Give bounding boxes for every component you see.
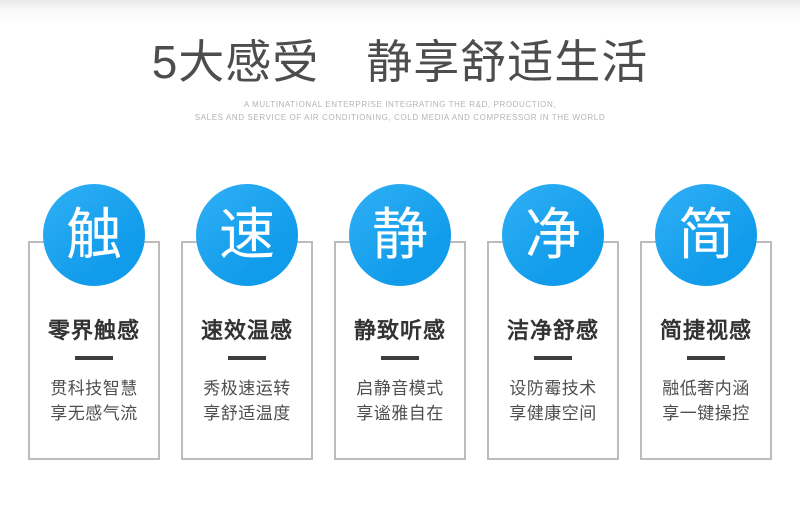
feature-description: 融低奢内涵 享一键操控: [640, 376, 772, 426]
description-line-1: 贯科技智慧: [50, 379, 138, 398]
feature-circle-icon: 静: [349, 184, 451, 286]
page-subtitle: A MULTINATIONAL ENTERPRISE INTEGRATING T…: [0, 98, 800, 124]
description-line-2: 享无感气流: [50, 404, 138, 423]
card-content: 静致听感 启静音模式 享谧雅自在: [334, 313, 466, 426]
subtitle-line-1: A MULTINATIONAL ENTERPRISE INTEGRATING T…: [243, 99, 557, 109]
feature-card-touch: 触 零界触感 贯科技智慧 享无感气流: [28, 184, 160, 460]
feature-heading: 速效温感: [200, 318, 293, 343]
subtitle-line-2: SALES AND SERVICE OF AIR CONDITIONING, C…: [194, 112, 606, 122]
feature-card-simple: 简 简捷视感 融低奢内涵 享一键操控: [640, 184, 772, 460]
feature-heading: 简捷视感: [659, 318, 752, 343]
description-line-1: 融低奢内涵: [662, 379, 750, 398]
heading-divider: [75, 356, 113, 360]
feature-card-speed: 速 速效温感 秀极速运转 享舒适温度: [181, 184, 313, 460]
feature-description: 启静音模式 享谧雅自在: [334, 376, 466, 426]
description-line-1: 启静音模式: [356, 379, 444, 398]
card-content: 速效温感 秀极速运转 享舒适温度: [181, 313, 313, 426]
description-line-1: 设防霉技术: [509, 379, 597, 398]
description-line-2: 享一键操控: [662, 404, 750, 423]
feature-card-quiet: 静 静致听感 启静音模式 享谧雅自在: [334, 184, 466, 460]
card-content: 零界触感 贯科技智慧 享无感气流: [28, 313, 160, 426]
feature-circle-icon: 速: [196, 184, 298, 286]
header: 5大感受 静享舒适生活 A MULTINATIONAL ENTERPRISE I…: [0, 0, 800, 124]
description-line-1: 秀极速运转: [203, 379, 291, 398]
heading-divider: [687, 356, 725, 360]
description-line-2: 享舒适温度: [203, 404, 291, 423]
feature-description: 设防霉技术 享健康空间: [487, 376, 619, 426]
feature-description: 秀极速运转 享舒适温度: [181, 376, 313, 426]
description-line-2: 享健康空间: [509, 404, 597, 423]
description-line-2: 享谧雅自在: [356, 404, 444, 423]
feature-heading: 零界触感: [47, 318, 140, 343]
feature-heading: 洁净舒感: [506, 318, 599, 343]
feature-row: 触 零界触感 贯科技智慧 享无感气流 速 速效温感 秀极速运转 享舒适温度: [0, 184, 800, 460]
card-border: [640, 241, 772, 460]
card-content: 洁净舒感 设防霉技术 享健康空间: [487, 313, 619, 426]
heading-divider: [381, 356, 419, 360]
feature-circle-icon: 简: [655, 184, 757, 286]
card-border: [487, 241, 619, 460]
feature-circle-icon: 触: [43, 184, 145, 286]
feature-heading: 静致听感: [353, 318, 446, 343]
heading-divider: [228, 356, 266, 360]
feature-description: 贯科技智慧 享无感气流: [28, 376, 160, 426]
page-title: 5大感受 静享舒适生活: [151, 36, 649, 88]
feature-card-clean: 净 洁净舒感 设防霉技术 享健康空间: [487, 184, 619, 460]
heading-divider: [534, 356, 572, 360]
feature-circle-icon: 净: [502, 184, 604, 286]
card-content: 简捷视感 融低奢内涵 享一键操控: [640, 313, 772, 426]
